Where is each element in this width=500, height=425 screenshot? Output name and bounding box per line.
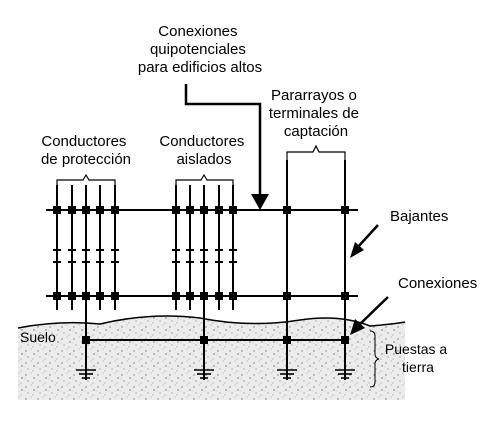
protection-conductors-label: Conductores de protección [41,133,131,168]
air-terminals-label: Pararrayos o terminales de captación [269,87,363,140]
suelo-label: Suelo [20,329,56,345]
soil-region [18,316,405,400]
conexiones-label: Conexiones [398,275,477,292]
bajantes-arrow-line [356,224,379,249]
insulated-conductors-group [172,185,237,380]
ground-symbol [76,369,96,379]
equipotential-arrow-head [251,194,269,210]
ground-symbol [277,369,297,379]
insulated-conductors-bracket [175,173,234,185]
protection-conductors-bracket [56,173,116,185]
equipotential-arrow-line [184,84,262,196]
air-terminals-bracket [286,144,346,160]
puestas-a-tierra-brace [369,330,380,388]
down-conductors [283,160,349,380]
bajantes-label: Bajantes [390,208,448,225]
puestas-a-tierra-label: Puestas a tierra [385,341,451,375]
protection-conductors-group [53,185,119,380]
ground-symbol [194,369,214,379]
ground-surface-line [17,315,406,329]
equipotential-label: Conexiones quipotenciales para edificios… [138,23,262,76]
insulated-conductors-label: Conductores aislados [159,133,248,168]
bajantes-arrow-head [350,242,364,258]
conexiones-arrow-head [350,319,365,335]
conexiones-arrow-line [357,296,389,327]
ground-symbol [335,369,355,379]
